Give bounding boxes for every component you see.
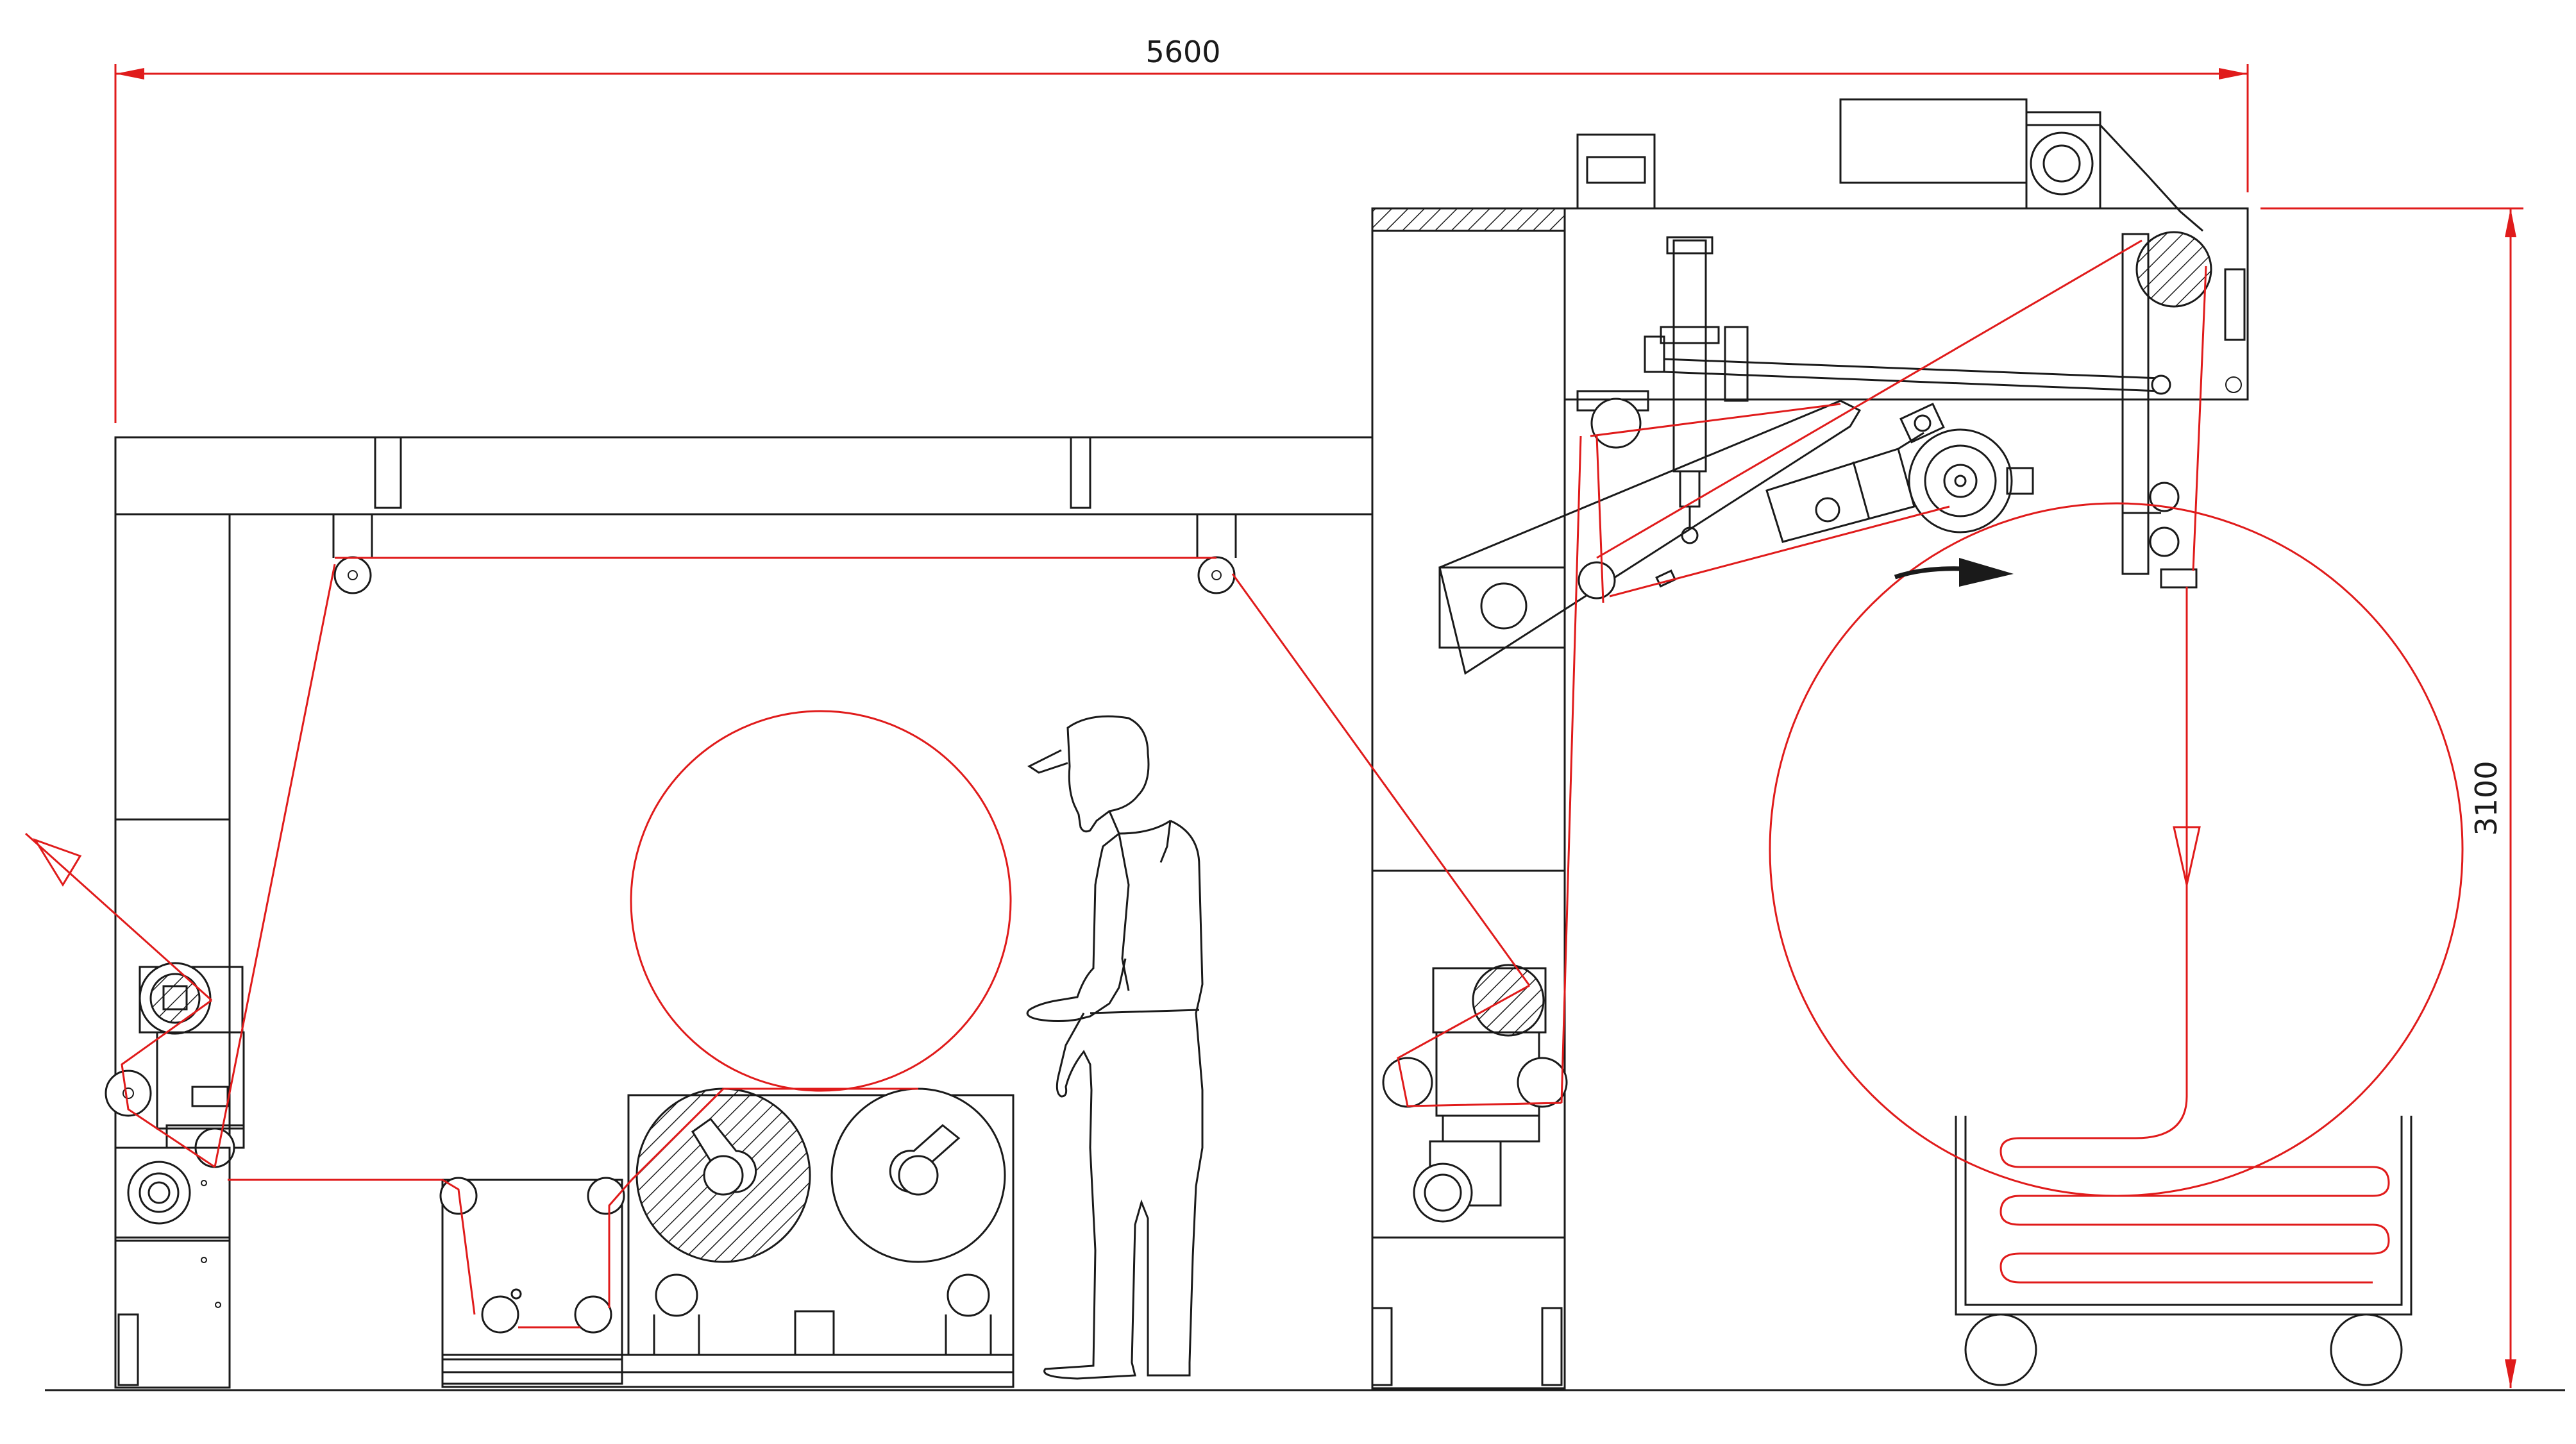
rotation-direction-arrow — [1894, 558, 2014, 587]
left-frame — [114, 436, 1374, 1389]
main-frame — [1371, 133, 2249, 1389]
height-dimension: 3100 — [2260, 207, 2523, 1388]
entry-roller-main — [1576, 390, 1649, 449]
height-dimension-label: 3100 — [2469, 760, 2504, 835]
fabric-trolley — [1955, 1116, 2412, 1386]
width-dimension-label: 5600 — [1145, 35, 1220, 69]
small-roller-stand — [439, 1177, 625, 1385]
top-drive-motor — [1839, 98, 2203, 232]
right-feed-unit — [1382, 964, 1568, 1223]
pneumatic-cylinder — [1644, 236, 2171, 544]
folding-head-drive — [1765, 403, 2034, 543]
left-feed-unit — [105, 962, 245, 1308]
guide-roller-middle-top — [1196, 514, 1237, 594]
unwind-batch-roll — [630, 710, 1012, 1092]
unwind-stand — [441, 1087, 1014, 1388]
swing-arm — [1438, 399, 1862, 675]
width-dimension: 5600 — [114, 35, 2249, 423]
fabric-path — [24, 239, 2464, 1329]
guide-roller-left-top — [332, 514, 373, 594]
delivery-arm — [2121, 231, 2212, 589]
operator-figure — [1026, 715, 1204, 1380]
